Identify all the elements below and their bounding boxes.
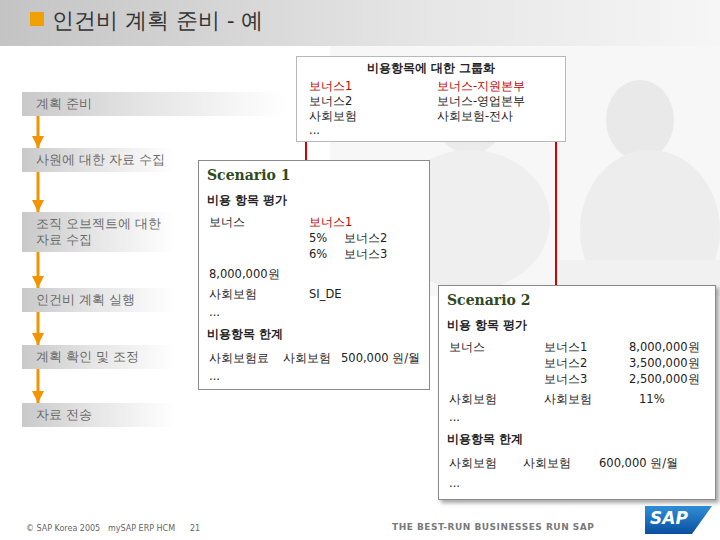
table-cell: 보너스-영업본부 — [437, 94, 525, 109]
link-line — [305, 142, 307, 160]
table-cell: 보너스-지원본부 — [437, 79, 525, 94]
table-cell: 사회보험 — [209, 287, 257, 302]
table-cell: 보너스2 — [544, 356, 587, 371]
phase-bar: 계획 준비 — [22, 92, 286, 116]
link-line — [555, 142, 557, 285]
table-cell: 사회보험 — [523, 456, 571, 471]
table-cell: 보너스2 — [309, 94, 352, 109]
table-cell: SI_DE — [309, 287, 342, 301]
scenario-box: Scenario 1 비용 항목 평가보너스 보너스15% 보너스2 6% 보너스3 8,0… — [198, 160, 430, 390]
table-cell: 보너스1 — [544, 340, 587, 355]
table-cell: 8,000,000원 — [209, 267, 280, 282]
table-cell: 보너스2 — [344, 231, 387, 246]
table-cell: 사회보험 — [449, 456, 497, 471]
step-box: 인건비 계획 실행 — [22, 288, 174, 312]
table-cell: 보너스 — [209, 215, 245, 230]
table-cell: 11% — [639, 392, 665, 406]
table-cell: ... — [449, 410, 460, 424]
footer-product: mySAP ERP HCM — [108, 524, 175, 533]
step-label: 계획 준비 — [36, 96, 278, 112]
page-number: 21 — [190, 524, 200, 533]
table-cell: 사회보험 — [309, 109, 357, 124]
step-label: 사원에 대한 자료 수집 — [36, 152, 166, 168]
table-cell: 사회보험 — [449, 392, 497, 407]
table-cell: 보너스 — [449, 340, 485, 355]
flow-arrow — [37, 252, 40, 288]
header-square — [30, 12, 44, 26]
step-label: 계획 확인 및 조정 — [36, 349, 166, 365]
flow-arrow — [37, 116, 40, 148]
table-cell: ... — [449, 476, 460, 490]
table-cell: 사회보험 — [544, 392, 592, 407]
scenario-title: Scenario 2 — [447, 292, 530, 308]
table-cell: 보너스3 — [544, 372, 587, 387]
section-heading: 비용항목 한계 — [207, 327, 283, 342]
table-cell: 사회보험료 — [209, 351, 269, 366]
step-label: 인건비 계획 실행 — [36, 292, 166, 308]
flow-arrow — [37, 312, 40, 345]
section-heading: 비용 항목 평가 — [207, 193, 287, 208]
table-cell: 보너스1 — [309, 79, 352, 94]
slide-title: 인건비 계획 준비 - 예 — [52, 6, 263, 36]
table-cell: ... — [209, 305, 220, 319]
sap-logo-text: SAP — [650, 508, 688, 528]
photo-figure — [606, 80, 674, 160]
table-cell: ... — [309, 123, 320, 137]
table-cell: 사회보험 — [283, 351, 331, 366]
header-band — [0, 0, 720, 46]
table-cell: 8,000,000원 — [629, 340, 700, 355]
flow-arrow — [37, 172, 40, 212]
step-box: 사원에 대한 자료 수집 — [22, 148, 174, 172]
section-heading: 비용항목에 대한 그룹화 — [297, 61, 565, 76]
sap-logo-shape — [645, 506, 712, 534]
flow-arrow — [37, 369, 40, 403]
table-cell: 보너스3 — [344, 247, 387, 262]
table-cell: 6% — [309, 247, 327, 261]
table-cell: 2,500,000원 — [629, 372, 700, 387]
table-cell: 3,500,000원 — [629, 356, 700, 371]
section-heading: 비용항목 한계 — [447, 432, 523, 447]
step-box: 계획 확인 및 조정 — [22, 345, 174, 369]
step-box: 조직 오브젝트에 대한 자료 수집 — [22, 212, 174, 252]
footer-slogan: THE BEST-RUN BUSINESSES RUN SAP — [392, 522, 594, 532]
table-cell: 보너스1 — [309, 215, 352, 230]
step-label: 조직 오브젝트에 대한 자료 수집 — [36, 216, 166, 248]
table-cell: ... — [209, 369, 220, 383]
section-heading: 비용 항목 평가 — [447, 318, 527, 333]
table-cell: 600,000 원/월 — [599, 456, 678, 471]
scenario-title: Scenario 1 — [207, 167, 290, 183]
copyright: © SAP Korea 2005 — [26, 524, 100, 533]
table-cell: 500,000 원/월 — [341, 351, 420, 366]
step-label: 자료 전송 — [36, 407, 166, 423]
scenario-box: Scenario 2 비용 항목 평가보너스 보너스1보너스2보너스3 8,000,0… — [438, 285, 716, 500]
table-cell: 5% — [309, 231, 327, 245]
table-cell: 사회보험-전사 — [437, 109, 513, 124]
step-box: 자료 전송 — [22, 403, 174, 427]
scenario-box: 비용항목에 대한 그룹화보너스1보너스2사회보험... 보너스-지원본부보너스-영… — [296, 56, 566, 142]
